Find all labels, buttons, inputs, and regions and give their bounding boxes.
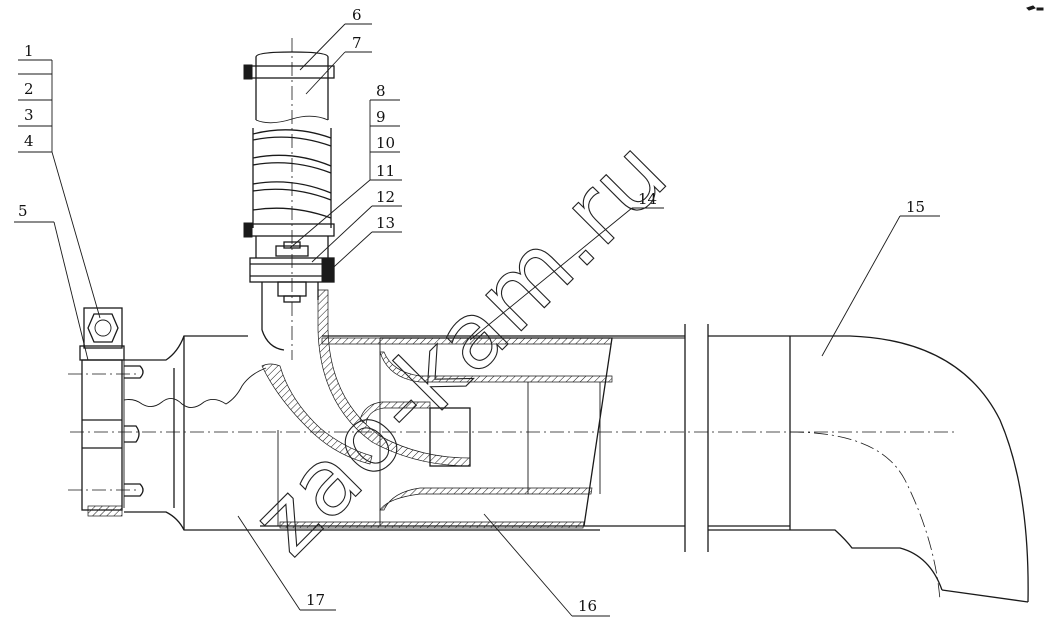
callout-6: 6 — [352, 6, 362, 24]
callout-2: 2 — [24, 80, 34, 98]
callout-14: 14 — [638, 190, 657, 208]
pipe-body — [123, 289, 790, 552]
callout-13: 13 — [376, 214, 395, 232]
callout-3: 3 — [24, 106, 34, 124]
callout-17: 17 — [306, 591, 325, 609]
callout-10: 10 — [376, 134, 395, 152]
callout-8: 8 — [376, 82, 386, 100]
callout-1: 1 — [24, 42, 34, 60]
callout-16: 16 — [578, 597, 597, 615]
hose-assembly — [243, 51, 335, 258]
watermark: zao-kam.ru — [232, 119, 689, 576]
callout-15: 15 — [906, 198, 925, 216]
callout-labels: 1 2 3 4 5 6 7 8 9 10 11 12 13 14 15 16 1… — [18, 6, 925, 615]
flange — [249, 257, 335, 351]
callout-9: 9 — [376, 108, 386, 126]
callout-11: 11 — [376, 162, 395, 180]
center-lines — [68, 38, 955, 601]
clamp-assembly — [79, 307, 144, 517]
callout-4: 4 — [24, 132, 34, 150]
callout-7: 7 — [352, 34, 362, 52]
outlet-elbow — [708, 335, 1029, 603]
callout-5: 5 — [18, 202, 28, 220]
corner-mark — [1026, 5, 1044, 11]
callout-12: 12 — [376, 188, 395, 206]
leader-lines — [14, 23, 940, 617]
